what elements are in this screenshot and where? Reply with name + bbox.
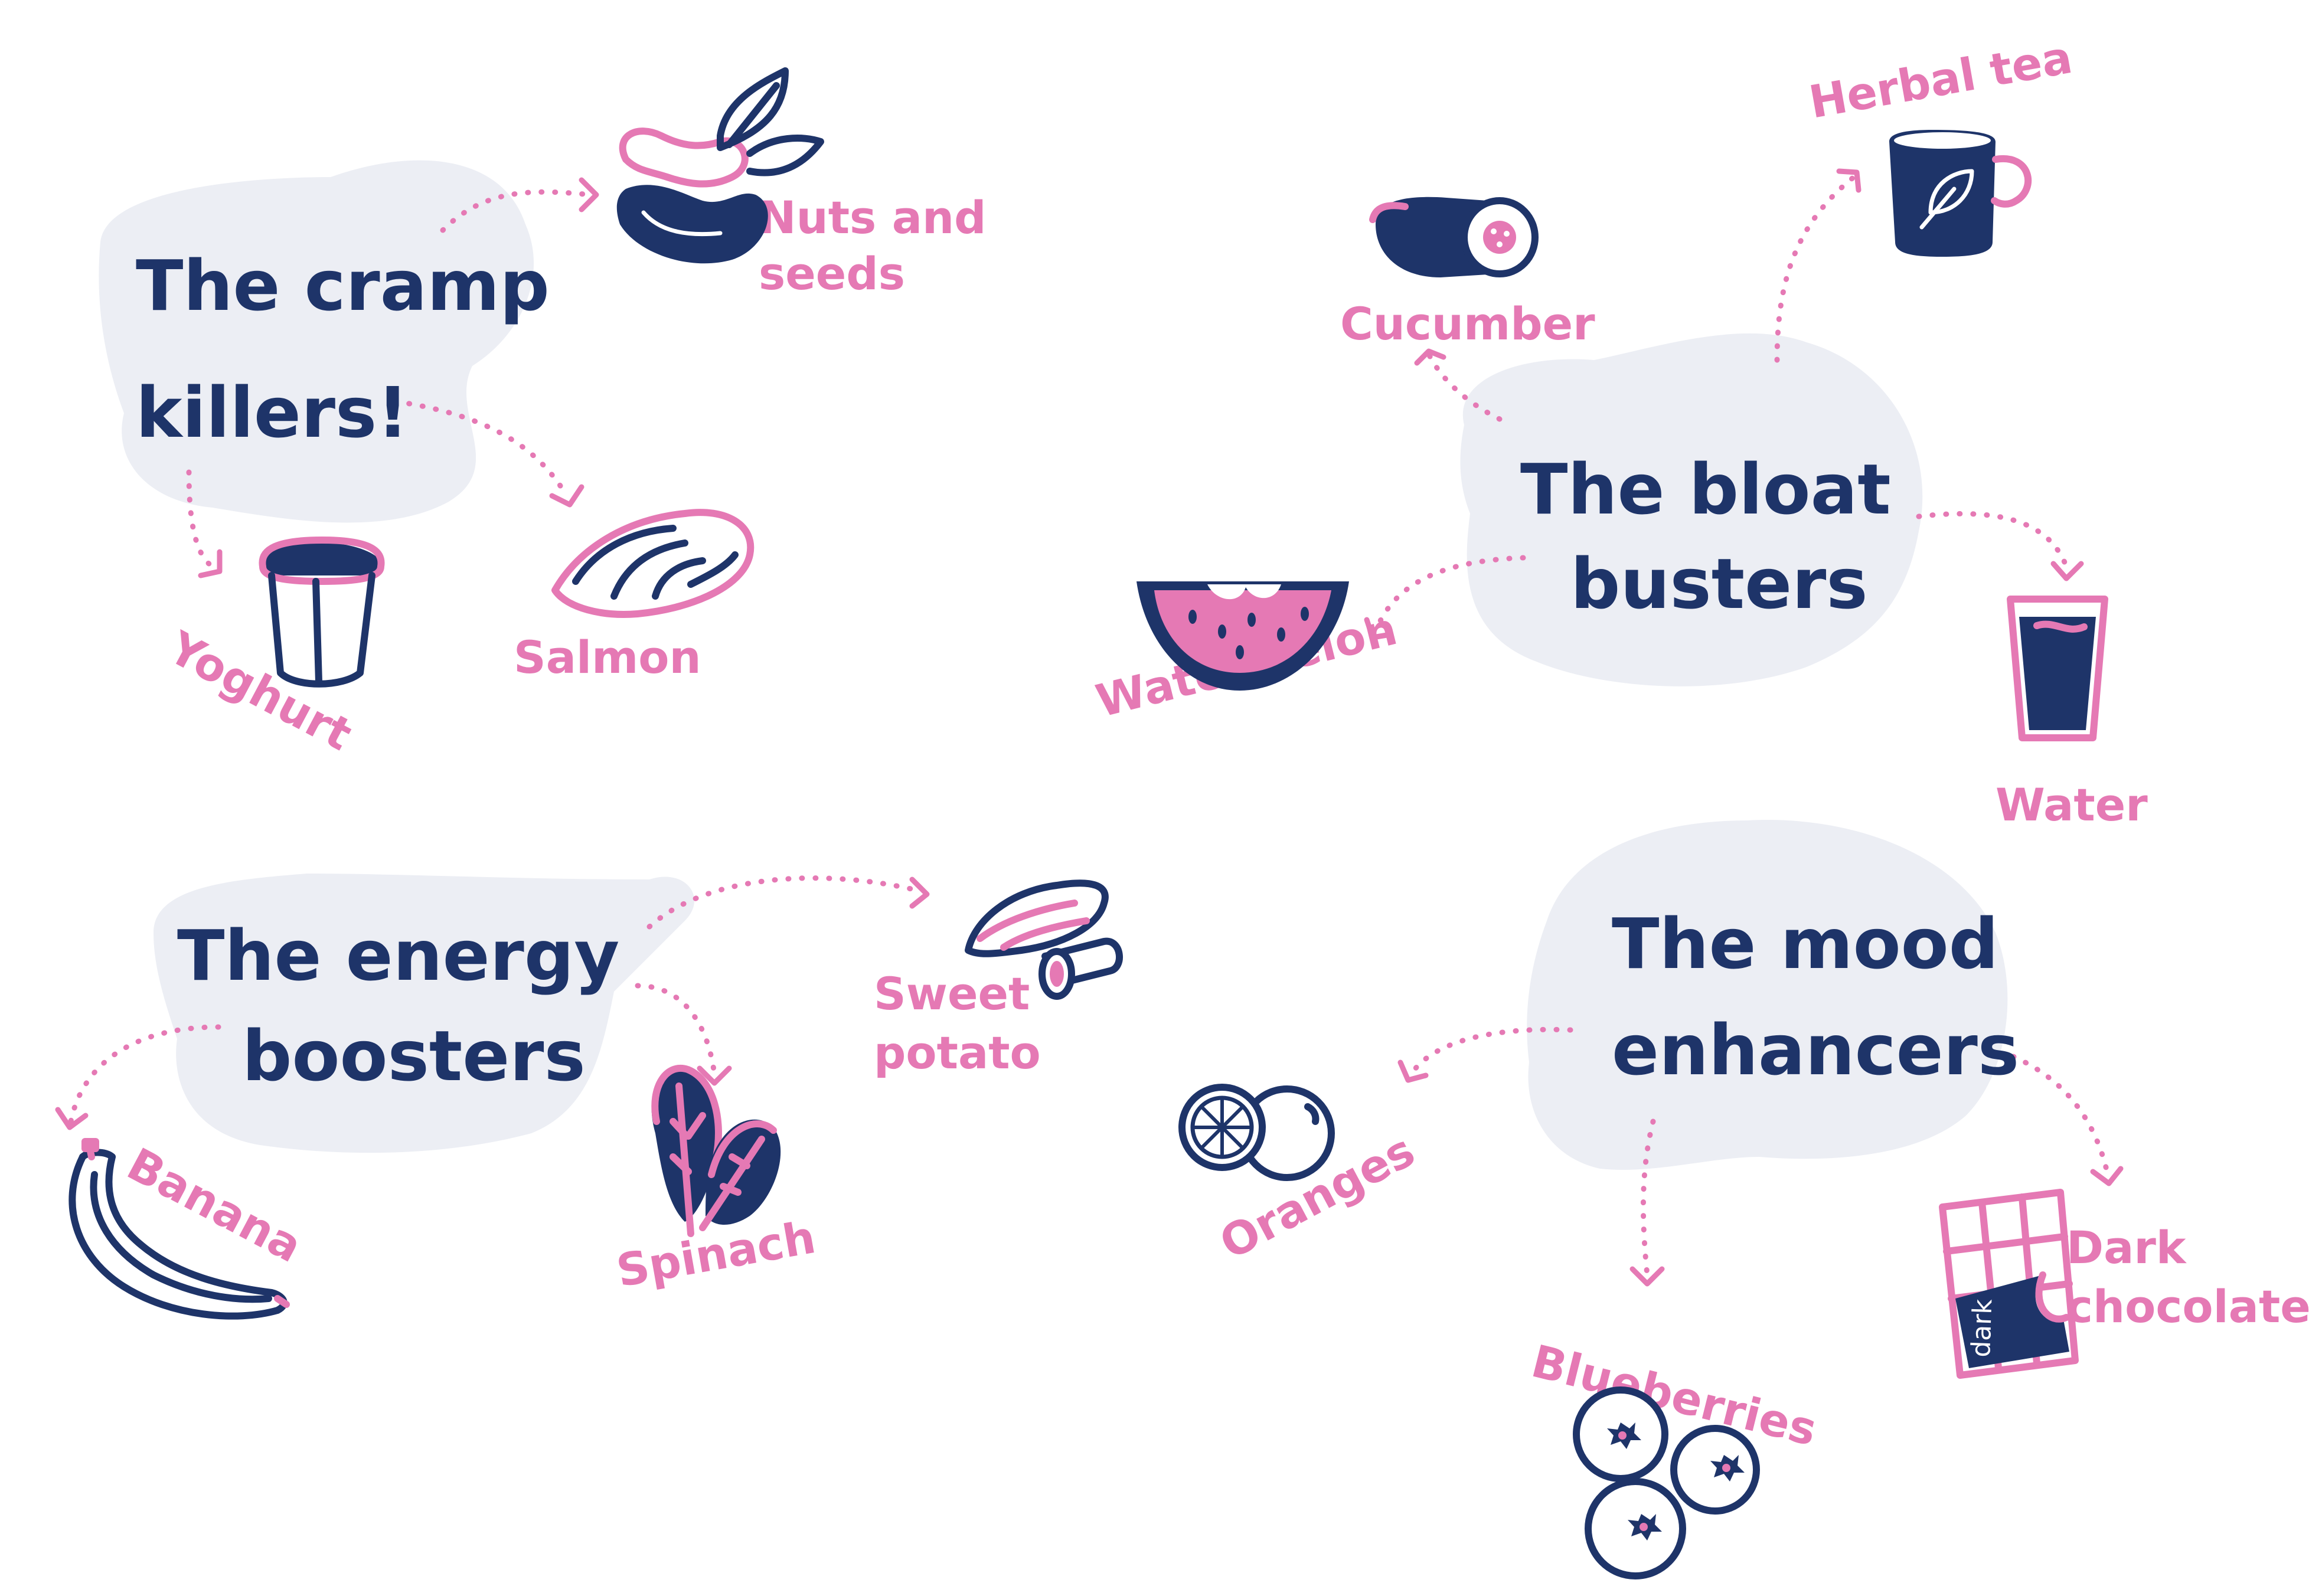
label-nuts-and-seeds: Nuts and — [759, 191, 987, 244]
arrow-to-oranges-head — [1397, 1059, 1429, 1083]
energy-boosters-title-2: boosters — [242, 1015, 586, 1097]
label-yoghurt: Yoghurt — [160, 621, 361, 761]
arrow-to-chocolate — [2010, 1054, 2111, 1178]
label-spinach: Spinach — [613, 1211, 819, 1297]
arrow-to-watermelon-head — [1364, 617, 1393, 640]
label-salmon: Salmon — [514, 631, 701, 683]
label-dark-chocolate: Dark — [2066, 1221, 2187, 1274]
label-blueberries: Blueberries — [1527, 1335, 1822, 1456]
arrow-to-yoghurt-head — [198, 549, 223, 578]
label-cucumber: Cucumber — [1340, 297, 1595, 350]
watermelon-icon — [1136, 581, 1349, 691]
arrow-to-banana-head — [55, 1107, 89, 1130]
arrow-to-chocolate-head — [2090, 1166, 2124, 1186]
mood-enhancers-title: The mood — [1612, 903, 1998, 985]
arrow-to-salmon — [393, 398, 570, 499]
cramp-killers-blob — [99, 160, 534, 523]
blueberries-icon — [1573, 1386, 1760, 1579]
arrow-to-water-head — [2050, 561, 2084, 581]
banana-icon — [68, 1138, 290, 1320]
arrow-to-spinach-head — [697, 1065, 732, 1086]
mood-enhancers-blob — [1527, 820, 2008, 1170]
nuts-seeds-icon — [616, 67, 824, 264]
energy-boosters-title: The energy — [177, 915, 619, 996]
label-herbal-tea: Herbal tea — [1805, 31, 2076, 129]
cramp-killers-title: The cramp — [136, 245, 550, 326]
arrow-to-watermelon — [1373, 555, 1526, 635]
mood-enhancers-title-2: enhancers — [1612, 1009, 2019, 1091]
chocolate-wrapper-text: dark — [1966, 1299, 1998, 1358]
arrow-to-yoghurt — [186, 469, 215, 570]
arrow-to-cucumber-head — [1414, 348, 1446, 366]
arrow-to-tea — [1774, 174, 1857, 363]
label-dark-chocolate-2: chocolate — [2066, 1280, 2311, 1333]
bloat-busters-blob — [1460, 333, 1923, 686]
arrow-to-spinach — [635, 983, 717, 1077]
water-glass-icon — [2007, 596, 2108, 741]
arrow-to-sweet-potato-head — [909, 877, 930, 909]
arrow-to-water — [1916, 511, 2069, 570]
arrow-to-nuts — [440, 189, 593, 233]
herbal-tea-icon — [1889, 130, 2032, 257]
label-nuts-and-seeds-2: seeds — [759, 247, 905, 300]
arrow-to-blueberries-head — [1629, 1266, 1665, 1287]
spinach-icon — [651, 1065, 781, 1237]
label-water: Water — [1996, 779, 2148, 831]
sweet-potato-icon — [965, 879, 1123, 1000]
label-sweet-potato: Sweet — [874, 967, 1030, 1020]
bloat-busters-title: The bloat — [1520, 449, 1891, 530]
arrow-to-salmon-head — [549, 484, 584, 508]
cucumber-icon — [1369, 197, 1539, 277]
label-sweet-potato-2: potato — [874, 1026, 1041, 1079]
yoghurt-icon — [259, 537, 385, 688]
arrow-to-cucumber — [1426, 351, 1503, 422]
arrow-to-tea-head — [1836, 168, 1861, 193]
arrow-to-oranges — [1408, 1026, 1573, 1077]
energy-boosters-blob — [154, 874, 695, 1153]
salmon-icon — [551, 509, 755, 618]
arrow-to-sweet-potato — [646, 875, 924, 930]
bloat-busters-title-2: busters — [1570, 543, 1868, 624]
cramp-killers-title-2: killers! — [136, 372, 409, 453]
arrow-to-nuts-head — [579, 177, 599, 212]
orange-icon — [1178, 1084, 1335, 1181]
dark-chocolate-icon: dark — [1939, 1189, 2079, 1379]
